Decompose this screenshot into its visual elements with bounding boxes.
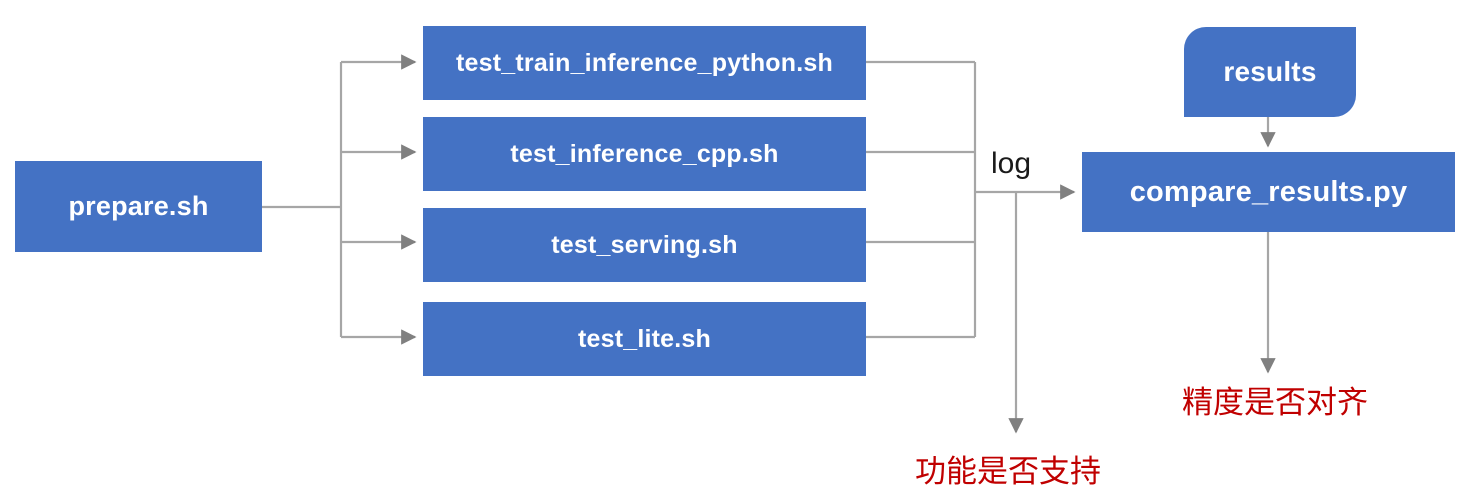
- node-compare-results-py[interactable]: compare_results.py: [1082, 152, 1455, 232]
- note-precision-aligned: 精度是否对齐: [1182, 385, 1368, 421]
- edge-label-log: log: [991, 147, 1032, 180]
- node-prepare-sh[interactable]: prepare.sh: [15, 161, 262, 252]
- node-test-serving-sh[interactable]: test_serving.sh: [423, 208, 866, 282]
- node-test-inference-cpp-sh[interactable]: test_inference_cpp.sh: [423, 117, 866, 191]
- node-test-train-inference-python-sh[interactable]: test_train_inference_python.sh: [423, 26, 866, 100]
- node-test-lite-sh[interactable]: test_lite.sh: [423, 302, 866, 376]
- note-function-supported: 功能是否支持: [915, 454, 1101, 490]
- node-results[interactable]: results: [1184, 27, 1356, 117]
